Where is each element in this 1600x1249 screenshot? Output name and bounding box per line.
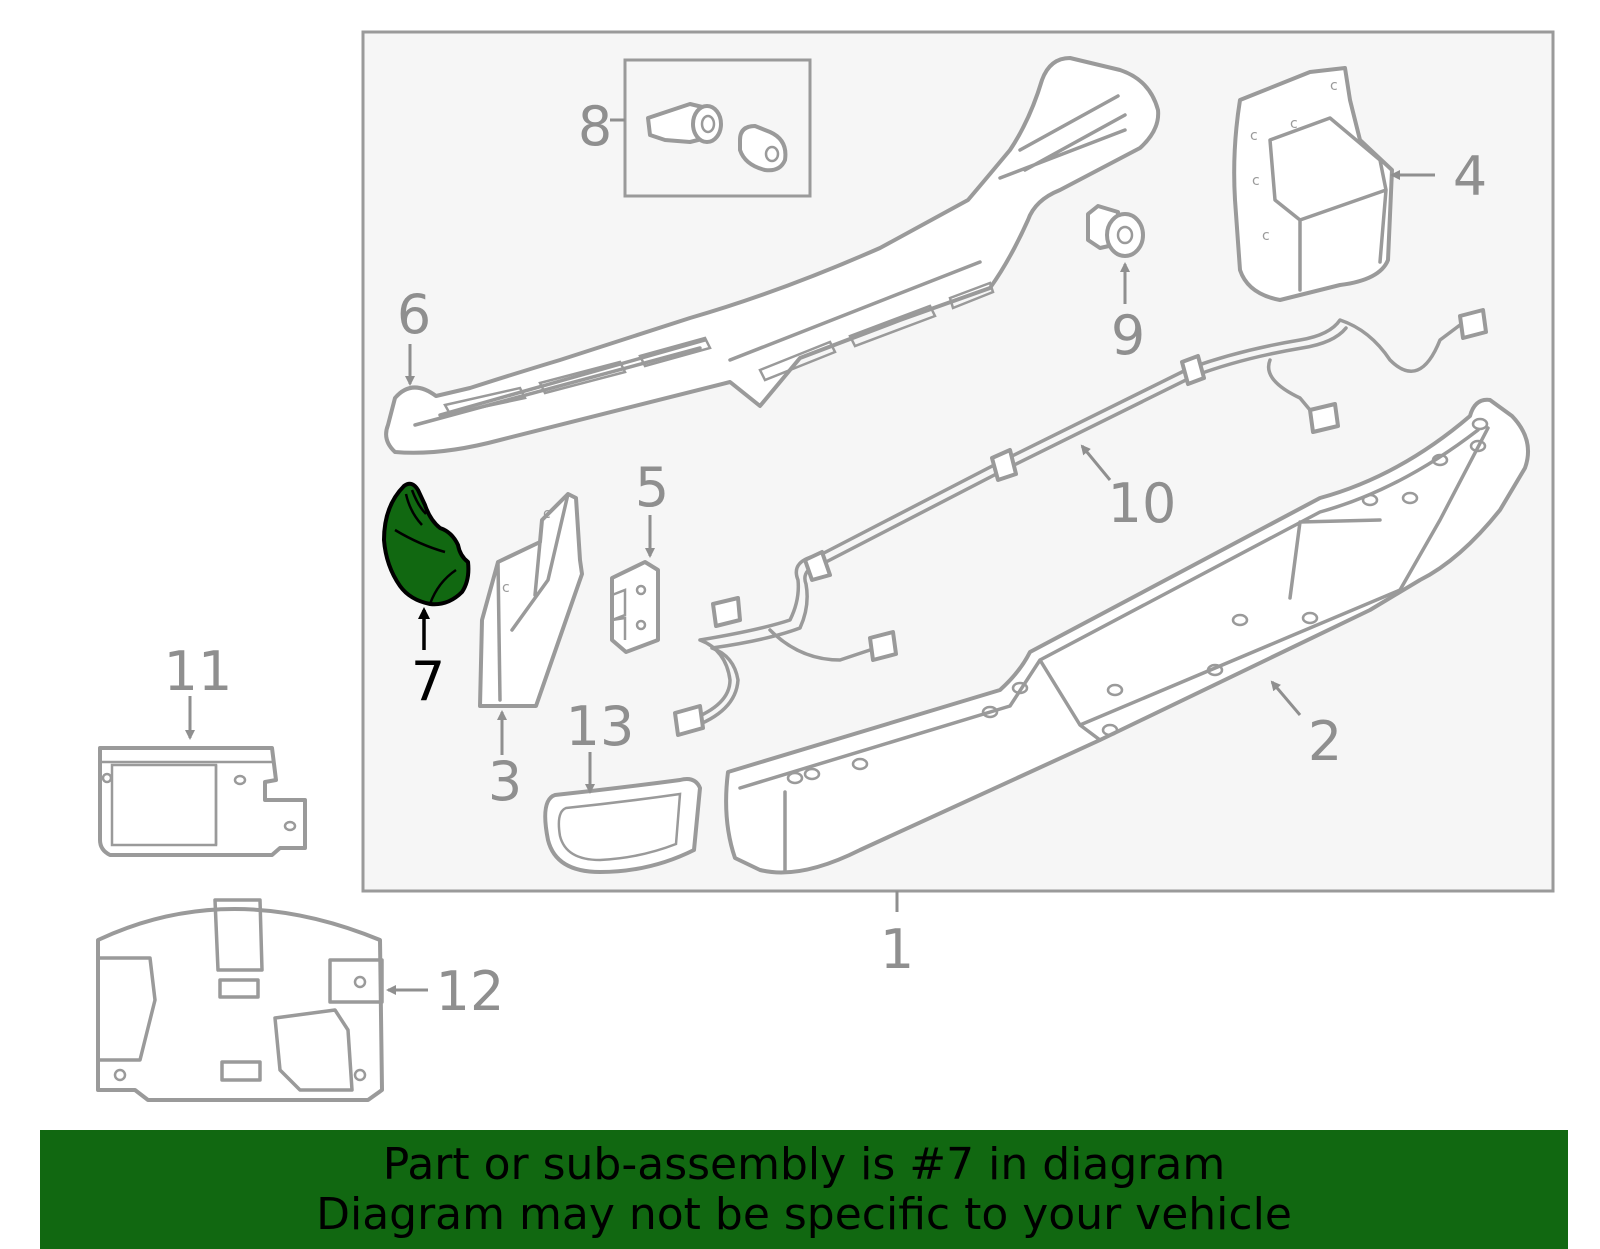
part-10-wiring-harness xyxy=(673,308,1488,737)
part-5-plate xyxy=(610,560,660,654)
part-9-clip xyxy=(1086,204,1145,258)
svg-text:c: c xyxy=(502,580,510,596)
callout-13: 13 xyxy=(566,695,635,758)
callout-5: 5 xyxy=(635,456,669,519)
part-11-module xyxy=(98,746,307,857)
info-banner: Part or sub-assembly is #7 in diagram Di… xyxy=(40,1130,1568,1249)
svg-text:c: c xyxy=(543,506,551,522)
part-2-bumper xyxy=(724,397,1530,875)
part-12-mount xyxy=(96,898,384,1102)
svg-text:c: c xyxy=(1290,116,1298,132)
part-3-bracket: c c xyxy=(478,492,584,708)
svg-text:c: c xyxy=(1330,78,1338,94)
svg-text:c: c xyxy=(1262,228,1270,244)
callout-12: 12 xyxy=(436,960,505,1023)
part-6-step-pad xyxy=(384,56,1161,455)
part-13-pad xyxy=(543,777,702,874)
banner-line-1: Part or sub-assembly is #7 in diagram xyxy=(382,1139,1226,1190)
callout-8: 8 xyxy=(578,95,612,158)
banner-line-2: Diagram may not be specific to your vehi… xyxy=(316,1189,1292,1240)
callout-3: 3 xyxy=(488,750,522,813)
part-4-bracket: c c c c c xyxy=(1232,66,1394,302)
callout-11: 11 xyxy=(164,640,233,703)
callout-7: 7 xyxy=(411,650,445,713)
svg-text:c: c xyxy=(1252,173,1260,189)
callout-10: 10 xyxy=(1108,472,1177,535)
callout-2: 2 xyxy=(1308,710,1342,773)
part-8-sensor xyxy=(623,58,812,198)
callout-1: 1 xyxy=(880,918,914,981)
part-7-highlighted xyxy=(382,481,471,607)
callout-4: 4 xyxy=(1453,145,1487,208)
callout-9: 9 xyxy=(1111,304,1145,367)
svg-text:c: c xyxy=(1250,128,1258,144)
callout-6: 6 xyxy=(397,283,431,346)
